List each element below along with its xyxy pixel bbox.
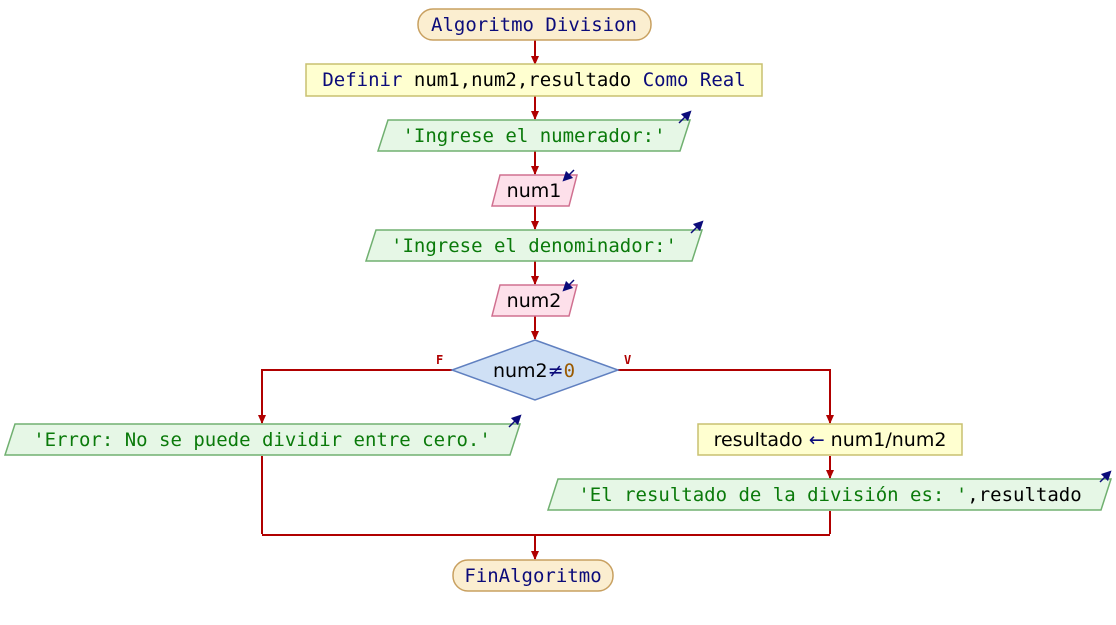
define-keyword: Definir [322, 69, 402, 91]
edge-false-branch [258, 369, 452, 424]
read1-text: num1 [507, 180, 562, 202]
start-node: Algoritmo Division [417, 8, 652, 41]
prompt1-text: 'Ingrese el numerador:' [402, 125, 665, 147]
prompt2-text: 'Ingrese el denominador:' [391, 235, 677, 257]
output-arrow-icon [690, 220, 704, 234]
output-arrow-icon [678, 110, 692, 124]
assign-node: resultado ← num1/num2 [697, 423, 963, 456]
output-arrow-icon [1099, 470, 1112, 483]
decision-condition: num2≠0 [493, 360, 575, 382]
assign-statement: resultado ← num1/num2 [714, 429, 947, 451]
define-node: Definir num1,num2,resultado Como Real [305, 63, 763, 97]
assign-operator: ← [809, 429, 825, 451]
error-text: 'Error: No se puede dividir entre cero.' [33, 429, 491, 451]
prompt1-node: 'Ingrese el numerador:' [376, 110, 692, 152]
define-variables: num1,num2,resultado [414, 69, 631, 91]
input-arrow-icon [562, 279, 575, 292]
define-statement: Definir num1,num2,resultado Como Real [322, 69, 745, 91]
end-node: FinAlgoritmo [452, 559, 614, 592]
read2-node: num2 [491, 279, 578, 317]
result-text: 'El resultado de la división es: ',resul… [578, 484, 1081, 506]
input-arrow-icon [562, 169, 575, 182]
result-variable: ,resultado [967, 484, 1081, 506]
decision-operator: ≠ [548, 360, 564, 382]
start-label: Algoritmo Division [431, 14, 637, 36]
end-label: FinAlgoritmo [464, 565, 601, 587]
prompt2-node: 'Ingrese el denominador:' [364, 220, 704, 262]
assign-target: resultado [714, 429, 803, 451]
decision-value: 0 [564, 360, 575, 382]
result-node: 'El resultado de la división es: ',resul… [546, 470, 1113, 511]
output-arrow-icon [508, 414, 522, 428]
decision-variable: num2 [493, 360, 548, 382]
false-branch-label: F [436, 353, 443, 367]
read1-node: num1 [491, 169, 578, 207]
edge-true-branch [618, 369, 834, 424]
read2-text: num2 [507, 290, 562, 312]
true-branch-label: V [624, 353, 631, 367]
define-type: Como Real [643, 69, 746, 91]
decision-node: num2≠0 [449, 339, 621, 401]
result-message: 'El resultado de la división es: ' [578, 484, 967, 506]
connectors [258, 40, 834, 560]
assign-expression: num1/num2 [831, 429, 947, 451]
error-node: 'Error: No se puede dividir entre cero.' [3, 414, 522, 456]
